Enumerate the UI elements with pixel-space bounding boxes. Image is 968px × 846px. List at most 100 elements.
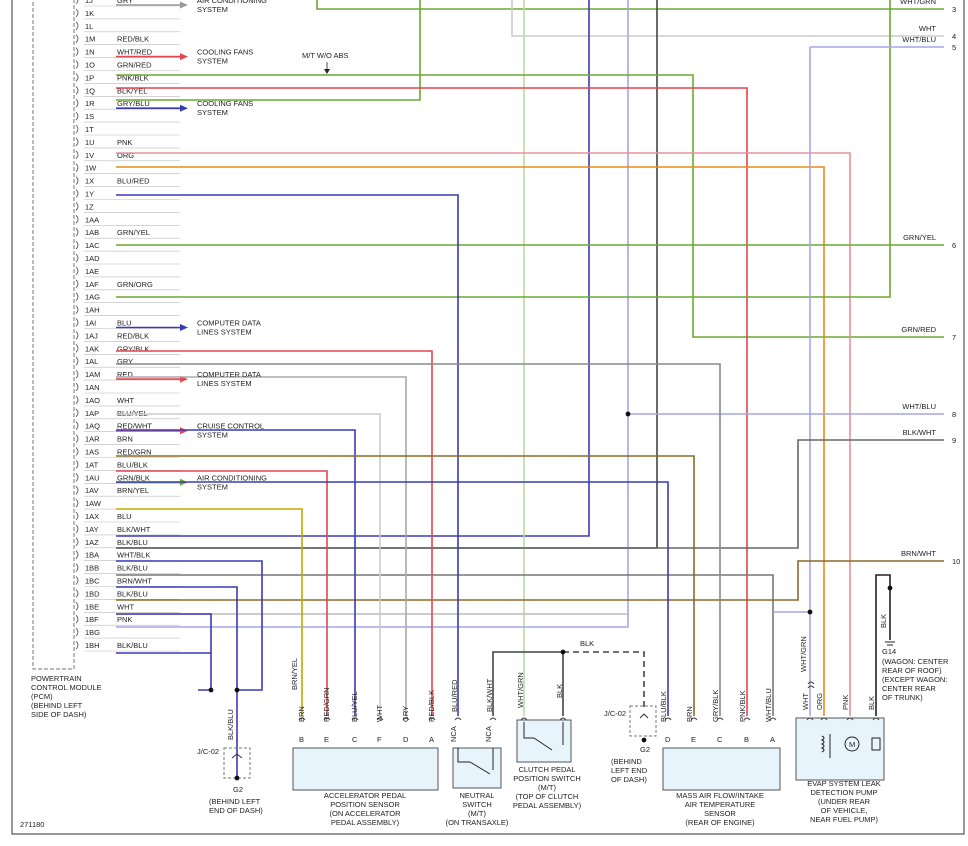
pin-connector-icon (75, 8, 79, 18)
wire-pnk-blk (116, 87, 748, 716)
wire-gry-blk-maf (116, 363, 721, 716)
clutch-label: POSITION SWITCH (513, 774, 581, 783)
pcm-pin-wire: GRY (117, 357, 133, 366)
pcm-pin-1ak: 1AK (85, 344, 99, 353)
pcm-pin-wire: BRN/YEL (117, 486, 149, 495)
app-label: PEDAL ASSEMBLY) (331, 818, 400, 827)
pcm-pin-wire: BLK/YEL (117, 86, 147, 95)
maf-wire-label: PNK/BLK (738, 690, 747, 722)
pcm-pin-1ax: 1AX (85, 512, 99, 521)
pin-connector-icon (75, 524, 79, 534)
cruise-control-label: SYSTEM (197, 431, 228, 440)
computer-data-2-label: COMPUTER DATA (197, 370, 261, 379)
pin-connector-icon (75, 240, 79, 250)
wire-blu-yel (116, 429, 356, 716)
pcm-pin-wire: RED/GRN (117, 448, 152, 457)
jc02-a-label: J/C-02 (197, 747, 219, 756)
pin-connector-icon (75, 34, 79, 43)
maf-connector-icon (743, 717, 751, 721)
app-wire-label: BLU/YEL (350, 691, 359, 722)
pcm-pin-1ad: 1AD (85, 254, 100, 263)
pcm-label-line: (BEHIND LEFT (31, 701, 83, 710)
pcm-pin-wire: BLK/BLU (117, 589, 148, 598)
maf-label: MASS AIR FLOW/INTAKE (676, 791, 764, 800)
wire-blu-1ax (116, 0, 590, 537)
pin-connector-icon (75, 602, 79, 611)
pcm-pin-wire: WHT/RED (117, 48, 153, 57)
neutral-contact (457, 748, 470, 763)
pin-connector-icon (75, 60, 79, 69)
pin-connector-icon (75, 227, 79, 237)
neutral-label: SWITCH (462, 800, 492, 809)
neutral-label: (M/T) (468, 809, 486, 818)
pin-connector-icon (75, 176, 79, 185)
neutral-pin-label: NCA (484, 726, 493, 742)
pcm-pin-wire: BLU/RED (117, 177, 150, 186)
app-label: POSITION SENSOR (330, 800, 400, 809)
evap-label: EVAP SYSTEM LEAK (807, 779, 881, 788)
app-pin-f: F (377, 735, 382, 744)
pin-connector-icon (75, 537, 79, 547)
maf-connector-icon (690, 717, 698, 721)
app-connector-icon (402, 717, 410, 721)
pin-connector-icon (75, 460, 79, 469)
app-wire-label: BRN (297, 706, 306, 722)
maf-connector-icon (664, 717, 672, 721)
diagram-id: 271180 (20, 820, 44, 829)
pcm-label-line: CONTROL MODULE (31, 683, 102, 692)
pcm-pin-1u: 1U (85, 138, 95, 147)
pcm-pin-1au: 1AU (85, 473, 100, 482)
pcm-pin-wire: BRN (117, 435, 133, 444)
clutch-label: PEDAL ASSEMBLY) (513, 801, 582, 810)
pin-connector-icon (75, 382, 79, 392)
app-wire-label: WHT (375, 705, 384, 722)
neutral-switch-arm (469, 761, 491, 775)
computer-data-1-label: COMPUTER DATA (197, 319, 261, 328)
pin-connector-icon (75, 563, 79, 572)
pcm-label-line: POWERTRAIN (31, 674, 82, 683)
pcm-pin-1at: 1AT (85, 460, 99, 469)
pcm-pin-1ab: 1AB (85, 228, 99, 237)
pcm-pin-1l: 1L (85, 22, 93, 31)
neutral-label: NEUTRAL (459, 791, 494, 800)
pcm-pin-wire: RED/WHT (117, 422, 152, 431)
pcm-pin-1q: 1Q (85, 86, 95, 95)
wire-brn-maf (116, 455, 695, 716)
wire-pnk-evap (116, 152, 851, 716)
diagram-frame (11, 0, 965, 835)
resistor-icon (871, 737, 881, 751)
g2-a-location: END OF DASH) (209, 806, 263, 815)
wire-red-blk-app (116, 350, 433, 716)
wire-grn-org (116, 0, 891, 298)
pcm-pin-wire: GRN/BLK (117, 473, 150, 482)
app-pin-b: B (299, 735, 304, 744)
pin-connector-icon (75, 498, 79, 508)
evap-connector-icon (872, 717, 880, 721)
pcm-pin-1aw: 1AW (85, 499, 102, 508)
edge-num-7: 7 (952, 333, 956, 342)
edge-wire-9: BLK/WHT (903, 428, 937, 437)
computer-data-1-label: LINES SYSTEM (197, 328, 252, 337)
pcm-pin-1am: 1AM (85, 370, 100, 379)
wire-blk-wht-1ay (116, 0, 658, 549)
neutral-wire-label: BLK/WHT (485, 678, 494, 712)
wire-gry-app (116, 376, 407, 716)
clutch-switch-arm (533, 737, 553, 751)
maf-sensor-box (662, 747, 781, 791)
pin-connector-icon (75, 627, 79, 637)
mt-note: M/T W/O ABS (302, 51, 349, 60)
cooling-fans-1-label: COOLING FANS (197, 48, 253, 57)
app-wire-label: RED/BLK (427, 690, 436, 722)
pcm-pin-1t: 1T (85, 125, 94, 134)
pcm-pin-1y: 1Y (85, 190, 94, 199)
pin-connector-icon (75, 434, 79, 443)
splice-wht-blu (625, 411, 631, 417)
evap-connector-icon (846, 717, 854, 721)
app-connector-icon (376, 717, 384, 721)
evap-inline-connector-icon (807, 681, 815, 689)
evap-wire-above: WHT/GRN (799, 636, 808, 672)
